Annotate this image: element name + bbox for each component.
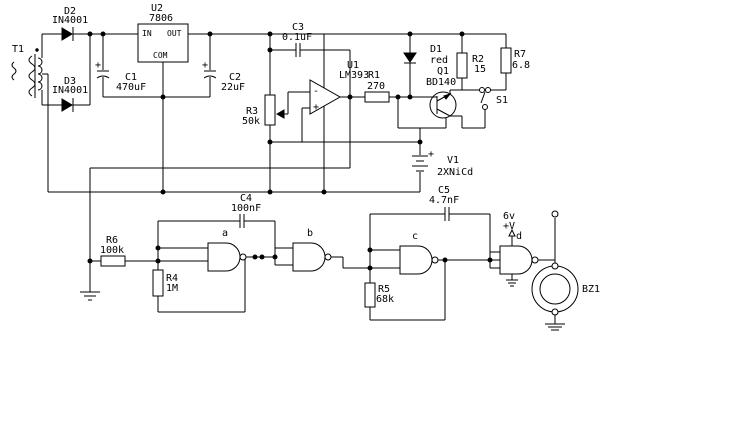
supply-plus-label: +V: [503, 221, 515, 232]
resistor-r6: R6 100k: [90, 235, 158, 267]
led-d1: D1 red: [403, 34, 448, 98]
r5-label: R5: [378, 284, 390, 295]
d1-label: D1: [430, 44, 442, 55]
d3-part: IN4001: [52, 85, 88, 96]
r6-label: R6: [106, 235, 118, 246]
r7-label: R7: [514, 49, 526, 60]
battery-v1: + V1 2XNiCd: [412, 128, 473, 192]
nand-gate-a: a: [207, 228, 265, 272]
resistor-r7: R7 6.8: [490, 33, 530, 91]
gate-d-label: d: [516, 231, 522, 242]
c2-value: 22uF: [221, 82, 245, 93]
u1-label: U1: [347, 60, 359, 71]
diode-d2: D2 IN4001: [52, 6, 138, 41]
resistor-r4: R4 1M: [152, 257, 246, 313]
c1-label: C1: [125, 72, 137, 83]
bz1-label: BZ1: [582, 284, 600, 295]
regulator-u2: U2 7806 IN OUT COM: [137, 3, 189, 192]
d1-value: red: [430, 55, 448, 66]
supply-voltage-label: 6v: [503, 211, 515, 222]
c2-plus: +: [202, 60, 208, 71]
r4-label: R4: [166, 273, 178, 284]
d2-label: D2: [64, 6, 76, 17]
capacitor-c2: + C2 22uF: [202, 34, 245, 97]
u2-label: U2: [151, 3, 163, 14]
c3-value: 0.1uF: [282, 32, 312, 43]
t1-label: T1: [12, 44, 24, 55]
c2-label: C2: [229, 72, 241, 83]
opamp-u1: - + U1 LM393: [270, 34, 420, 192]
c4-label: C4: [240, 193, 252, 204]
v1-value: 2XNiCd: [437, 167, 473, 178]
u1-plus: +: [313, 102, 319, 113]
buzzer-bz1: BZ1: [531, 210, 600, 331]
c1-value: 470uF: [116, 82, 146, 93]
r7-value: 6.8: [512, 60, 530, 71]
u2-out-pin: OUT: [167, 29, 182, 38]
c4-value: 100nF: [231, 203, 261, 214]
resistor-r2: R2 15: [456, 34, 486, 91]
r6-value: 100k: [100, 245, 124, 256]
capacitor-c3: C3 0.1uF: [267, 22, 351, 97]
r5-value: 68k: [376, 294, 394, 305]
switch-s1: S1: [461, 87, 508, 129]
capacitor-c1: + C1 470uF: [95, 34, 146, 97]
gate-c-label: c: [412, 231, 418, 242]
r3-value: 50k: [242, 116, 260, 127]
resistor-r1: R1 270: [364, 70, 447, 129]
d2-part: IN4001: [52, 15, 88, 26]
c5-label: C5: [438, 185, 450, 196]
q1-part: BD140: [426, 77, 456, 88]
r1-value: 270: [367, 81, 385, 92]
u2-com-pin: COM: [153, 51, 168, 60]
gate-a-label: a: [222, 228, 228, 239]
c3-label: C3: [292, 22, 304, 33]
potentiometer-r3: R3 50k: [242, 34, 310, 192]
u2-part: 7806: [149, 13, 173, 24]
r1-label: R1: [368, 70, 380, 81]
r2-value: 15: [474, 64, 486, 75]
d3-label: D3: [64, 76, 76, 87]
q1-label: Q1: [437, 66, 449, 77]
u1-minus: -: [313, 86, 319, 97]
r4-value: 1M: [166, 283, 178, 294]
v1-plus: +: [428, 149, 434, 160]
c5-value: 4.7nF: [429, 195, 459, 206]
ground-symbol-left: [80, 291, 100, 301]
s1-label: S1: [496, 95, 508, 106]
c1-plus: +: [95, 60, 101, 71]
r2-label: R2: [472, 54, 484, 65]
nand-gate-d: d: [499, 228, 555, 287]
nand-gate-b: b: [292, 228, 370, 272]
v1-label: V1: [447, 155, 459, 166]
gate-b-label: b: [307, 228, 313, 239]
u1-part: LM393: [339, 70, 369, 81]
diode-d3: D3 IN4001: [52, 76, 90, 112]
r3-label: R3: [246, 106, 258, 117]
transformer-t1: T1: [11, 33, 62, 192]
nand-gate-c: c: [399, 231, 500, 275]
transistor-q1: Q1 BD140: [426, 66, 462, 119]
u2-in-pin: IN: [142, 29, 152, 38]
resistor-r5: R5 68k: [364, 260, 446, 321]
